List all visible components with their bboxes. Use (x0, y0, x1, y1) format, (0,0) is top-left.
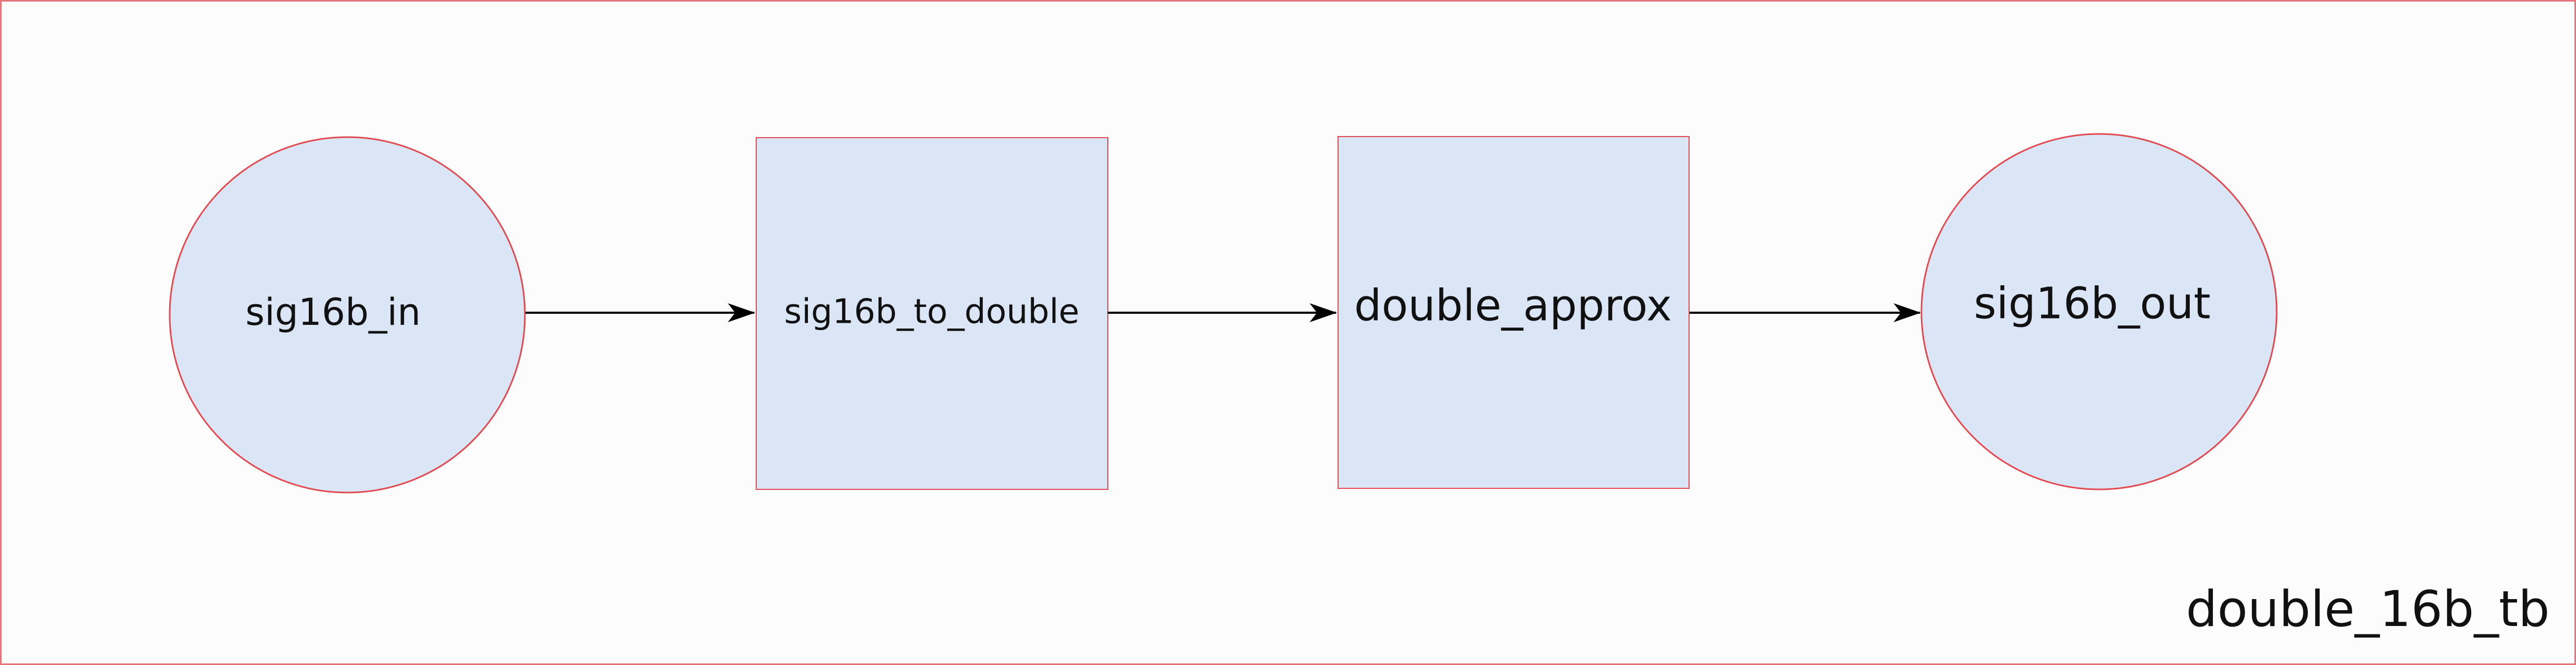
node-double-approx[interactable]: double_approx (1338, 136, 1690, 489)
node-sig16b-to-double-label: sig16b_to_double (784, 293, 1079, 332)
node-sig16b-out[interactable]: sig16b_out (1920, 133, 2278, 490)
node-sig16b-to-double-shape (756, 137, 1108, 490)
node-sig16b-in[interactable]: sig16b_in (169, 136, 526, 494)
node-sig16b-out-label: sig16b_out (1974, 278, 2210, 329)
node-double-approx-shape (1338, 136, 1690, 489)
node-sig16b-to-double[interactable]: sig16b_to_double (756, 137, 1108, 490)
node-sig16b-in-label: sig16b_in (246, 291, 421, 334)
node-sig16b-in-shape (169, 136, 526, 494)
node-sig16b-out-shape (1920, 133, 2278, 490)
node-double-approx-label: double_approx (1354, 281, 1672, 331)
diagram-title: double_16b_tb (2186, 581, 2550, 638)
